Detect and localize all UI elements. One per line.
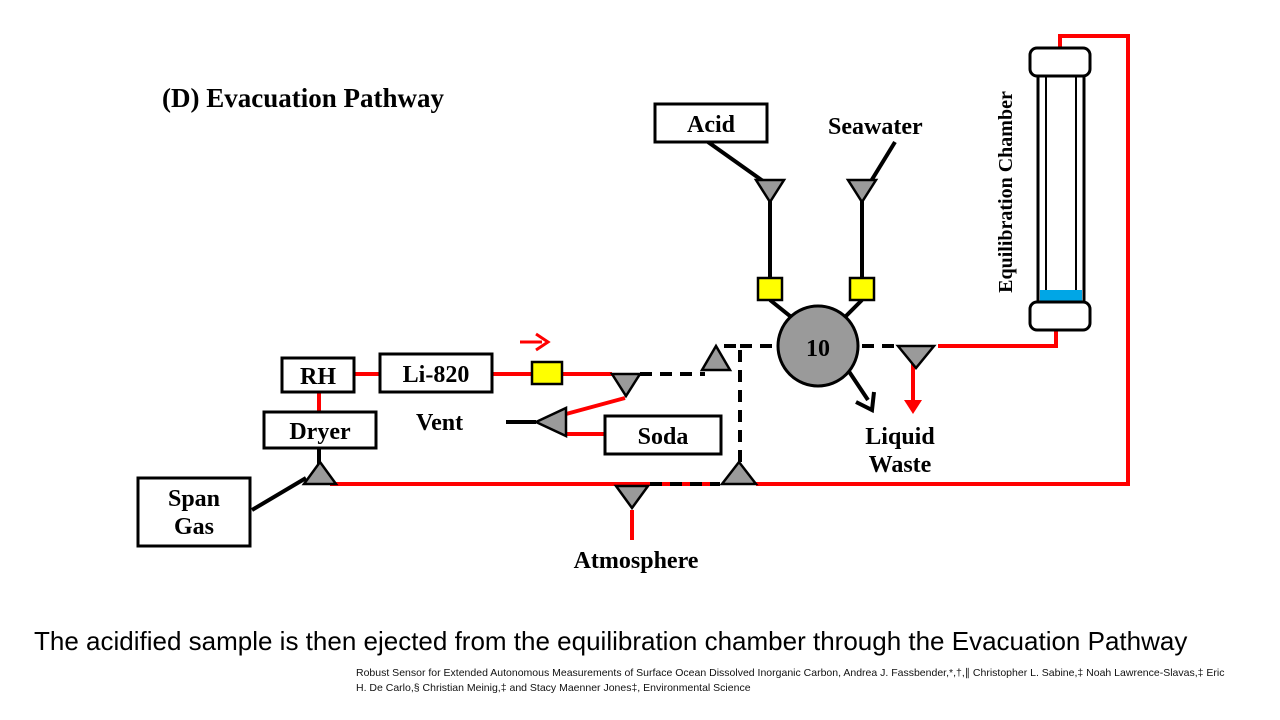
equilibration-chamber: Equilibration Chamber [995,46,1092,332]
vent-label: Vent [416,410,463,436]
connector-acid [756,276,784,302]
valve-atmosphere [613,484,651,511]
valve-bottom-right [719,459,759,486]
acid-label: Acid [687,112,736,138]
box-rh: RH [280,356,356,394]
valve-10-label: 10 [806,336,830,362]
liquid-waste-label-line1: Liquid [865,424,935,450]
connector-seawater [848,276,876,302]
seawater-label: Seawater [828,114,923,140]
valve-right-pathway [895,344,937,370]
dashed-lines [640,344,900,486]
box-soda: Soda [603,414,723,456]
valve-seawater [845,178,879,205]
box-acid: Acid [653,102,769,144]
valve-acid [753,178,787,205]
liquid-waste-label-line2: Waste [869,452,932,478]
flow-direction-arrow [520,332,551,352]
box-dryer: Dryer [262,410,378,450]
valve-vent [533,406,568,438]
triangle-valves [301,178,937,511]
slide-caption: The acidified sample is then ejected fro… [34,624,1264,658]
caption-text: The acidified sample is then ejected fro… [34,626,1188,656]
valve-span-gas [301,459,339,486]
li820-label: Li-820 [403,362,470,388]
atmosphere-label: Atmosphere [574,548,699,574]
span-gas-label-line2: Gas [174,514,214,540]
connector-li820 [530,360,564,386]
valve-top-dashed [699,343,733,372]
evacuation-pathway-diagram: (D) Evacuation Pathway [136,34,1130,574]
diagram-title: (D) Evacuation Pathway [162,83,444,113]
dryer-label: Dryer [289,419,351,445]
rh-label: RH [300,364,336,390]
box-span-gas: Span Gas [136,476,252,548]
valve-li820 [609,372,643,399]
valve-10: 10 [776,304,860,388]
soda-label: Soda [638,424,689,450]
span-gas-label-line1: Span [168,486,220,512]
citation: Robust Sensor for Extended Autonomous Me… [356,666,1236,696]
citation-text: Robust Sensor for Extended Autonomous Me… [356,667,1225,694]
box-li820: Li-820 [378,352,494,394]
connectors [530,276,876,386]
chamber-label: Equilibration Chamber [995,91,1017,293]
